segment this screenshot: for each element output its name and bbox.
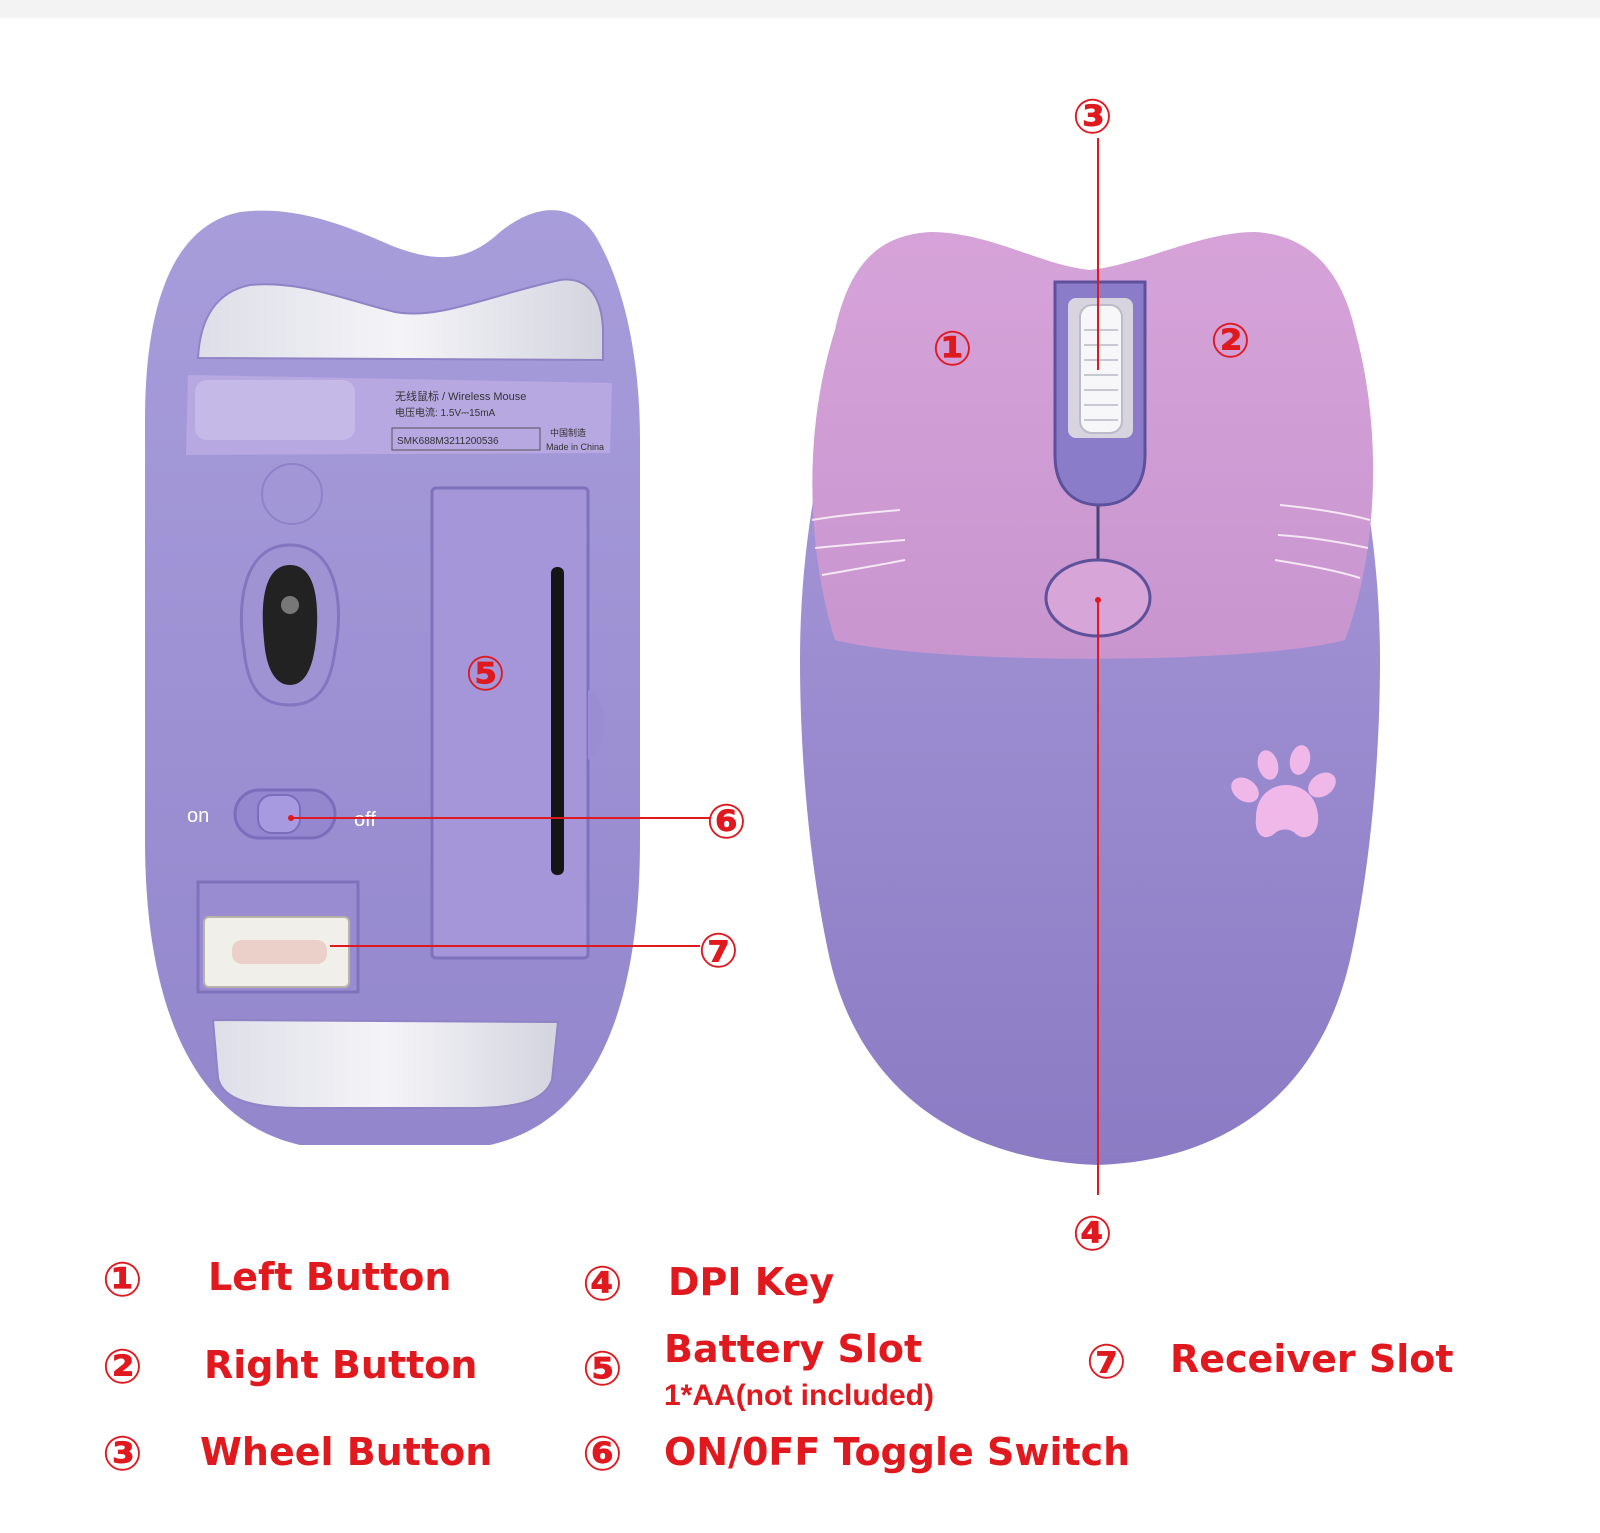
left-whiskers bbox=[811, 509, 906, 576]
power-switch-knob[interactable] bbox=[257, 794, 301, 834]
legend-label-7: Receiver Slot bbox=[1170, 1337, 1454, 1381]
top-strip bbox=[0, 0, 1600, 18]
legend-label-3: Wheel Button bbox=[200, 1430, 492, 1474]
bottom-glide-pad bbox=[211, 1018, 560, 1109]
callout-5: ⑤ bbox=[465, 646, 506, 702]
legend-note-5: 1*AA(not included) bbox=[664, 1379, 934, 1412]
wheel-grip-lines bbox=[1084, 329, 1118, 421]
sensor-lens bbox=[281, 596, 299, 614]
legend-num-2: ② bbox=[102, 1339, 143, 1395]
blurred-logo bbox=[195, 380, 355, 440]
top-glide-pad bbox=[196, 278, 604, 362]
label-text-line2: 电压电流: 1.5V⎓15mA bbox=[395, 406, 496, 419]
right-whiskers bbox=[1274, 504, 1371, 579]
battery-door-tab bbox=[588, 690, 605, 760]
switch-off-label: off bbox=[354, 809, 376, 831]
serial-box bbox=[391, 427, 541, 451]
callout-3: ③ bbox=[1072, 89, 1113, 145]
callout-4: ④ bbox=[1072, 1206, 1113, 1262]
scroll-wheel[interactable] bbox=[1079, 304, 1123, 434]
legend: ① Left Button ② Right Button ③ Wheel But… bbox=[102, 1252, 1454, 1482]
receiver-blurred-logo bbox=[232, 940, 327, 964]
optical-sensor bbox=[262, 565, 318, 685]
mouse-top-view: ③ ④ ① ② bbox=[800, 89, 1380, 1262]
legend-num-3: ③ bbox=[102, 1426, 143, 1482]
legend-label-6: ON/0FF Toggle Switch bbox=[664, 1430, 1130, 1474]
legend-label-2: Right Button bbox=[204, 1343, 477, 1387]
leader-dot-4 bbox=[1095, 597, 1101, 603]
callout-2: ② bbox=[1210, 313, 1251, 369]
legend-label-5: Battery Slot bbox=[664, 1327, 922, 1371]
screw-cover bbox=[261, 463, 323, 525]
leader-dot-6 bbox=[288, 815, 294, 821]
battery-door-slot bbox=[551, 567, 564, 875]
label-made-en: Made in China bbox=[546, 442, 604, 452]
legend-label-1: Left Button bbox=[208, 1255, 451, 1299]
label-text-line1: 无线鼠标 / Wireless Mouse bbox=[395, 389, 526, 403]
legend-num-7: ⑦ bbox=[1086, 1334, 1127, 1390]
mouse-bottom-view: 无线鼠标 / Wireless Mouse 电压电流: 1.5V⎓15mA SM… bbox=[145, 210, 747, 1145]
legend-label-4: DPI Key bbox=[668, 1260, 834, 1304]
callout-6: ⑥ bbox=[706, 794, 747, 850]
label-serial: SMK688M3211200536 bbox=[397, 436, 499, 447]
callout-7: ⑦ bbox=[698, 923, 739, 979]
legend-num-6: ⑥ bbox=[582, 1426, 623, 1482]
switch-on-label: on bbox=[187, 805, 209, 827]
battery-door bbox=[430, 486, 590, 960]
legend-num-5: ⑤ bbox=[582, 1341, 623, 1397]
legend-num-1: ① bbox=[102, 1252, 143, 1308]
label-made-cn: 中国制造 bbox=[550, 427, 586, 438]
legend-num-4: ④ bbox=[582, 1256, 623, 1312]
callout-1: ① bbox=[932, 321, 973, 377]
paw-print-icon bbox=[1231, 745, 1336, 838]
